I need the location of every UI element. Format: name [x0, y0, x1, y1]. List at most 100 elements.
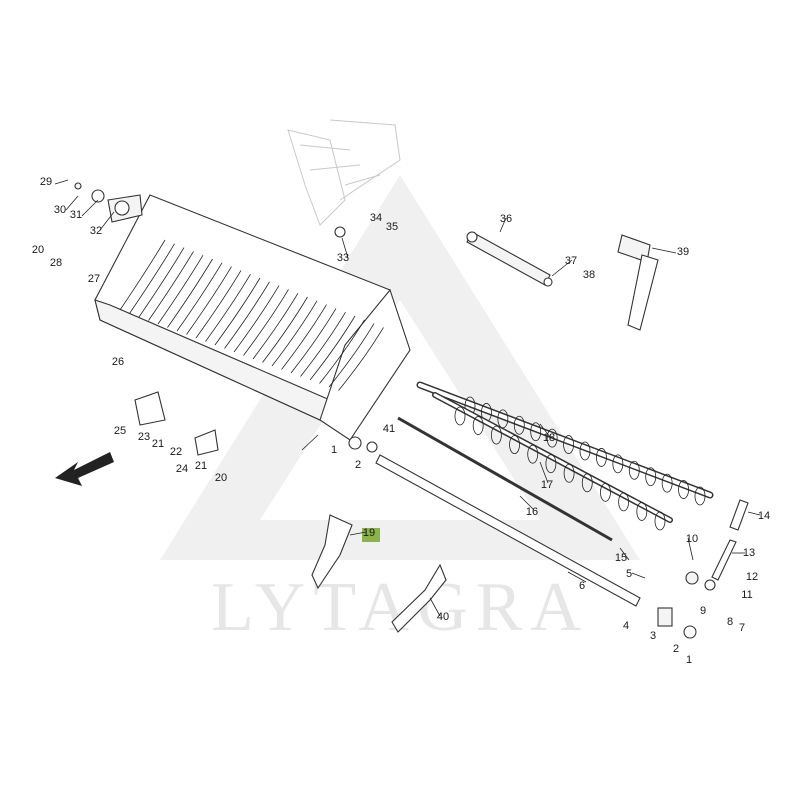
- auger-flight: [546, 428, 558, 448]
- part-callout: 3: [650, 630, 656, 642]
- part-callout: 21: [195, 460, 207, 472]
- tine: [195, 270, 242, 339]
- tine: [262, 296, 308, 363]
- leader-line: [747, 511, 761, 516]
- leader-line: [429, 597, 441, 617]
- tine: [148, 251, 194, 321]
- part-callout: 20: [215, 472, 227, 484]
- auger-flight: [454, 406, 466, 426]
- direction-arrow: [55, 452, 114, 486]
- spring-assembly: [657, 499, 749, 639]
- auger-flight: [545, 454, 557, 474]
- tine: [328, 323, 375, 388]
- tine: [309, 315, 356, 381]
- auger-flight: [513, 415, 525, 435]
- leader-line: [349, 531, 367, 536]
- part-callout: 23: [138, 431, 150, 443]
- lever-arm: [617, 234, 659, 331]
- part-callout: 26: [112, 356, 124, 368]
- leader-line: [539, 461, 549, 484]
- part-callout: 36: [500, 213, 512, 225]
- tine: [319, 319, 365, 384]
- auger-flight: [612, 454, 624, 474]
- pickup-housing: [94, 194, 411, 441]
- tine: [119, 239, 166, 311]
- tine: [129, 243, 175, 314]
- tine: [281, 304, 327, 370]
- tine: [290, 308, 337, 374]
- leader-line: [539, 423, 551, 438]
- auger-flight: [661, 473, 673, 493]
- leader-line: [631, 572, 646, 579]
- part-callout: 12: [746, 571, 758, 583]
- auger-flight: [628, 460, 640, 480]
- leader-line: [81, 199, 99, 217]
- tine: [138, 247, 185, 318]
- part-callout: 16: [526, 506, 538, 518]
- auger-flight: [563, 435, 574, 454]
- part-callout: 15: [615, 552, 627, 564]
- leader-line: [519, 495, 535, 511]
- leader-line: [619, 547, 630, 561]
- leader-line: [651, 247, 677, 254]
- part-callout: 11: [741, 589, 752, 601]
- part-callout: 24: [176, 463, 188, 475]
- brackets: [134, 226, 553, 456]
- tine: [157, 254, 204, 325]
- part-callout: 8: [727, 616, 733, 628]
- tine: [233, 285, 280, 353]
- part-callout: 10: [686, 533, 698, 545]
- auger-flight: [618, 492, 630, 512]
- highlight-box: [362, 528, 380, 542]
- auger-flight: [636, 502, 648, 521]
- part-callout: 22: [170, 446, 182, 458]
- auger-flight: [645, 467, 657, 487]
- leader-line: [341, 237, 349, 259]
- leader-line: [99, 211, 115, 231]
- bearing-assembly: [74, 182, 143, 223]
- shaft: [397, 416, 613, 542]
- part-callout: 5: [626, 568, 632, 580]
- plate-19: [311, 514, 353, 590]
- tine: [214, 277, 261, 346]
- tine: [252, 292, 299, 360]
- part-callout: 25: [114, 425, 126, 437]
- part-callout: 1: [331, 444, 337, 456]
- leader-line: [567, 571, 587, 583]
- part-callout: 32: [90, 225, 102, 237]
- leader-line: [551, 259, 573, 277]
- part-callout: 38: [583, 269, 595, 281]
- leader-line: [65, 195, 79, 211]
- auger-flight: [490, 425, 502, 445]
- hydraulic-cylinder: [466, 231, 551, 286]
- part-callout: 34: [370, 212, 382, 224]
- auger-flight: [581, 473, 593, 493]
- lower-auger: [432, 392, 673, 531]
- part-callout: 6: [579, 580, 585, 592]
- auger-flight: [527, 444, 539, 464]
- auger-flight: [694, 486, 706, 506]
- part-callout: 35: [386, 221, 398, 233]
- part-callout: 27: [88, 273, 100, 285]
- tine: [243, 289, 289, 356]
- auger-flight: [596, 448, 607, 467]
- auger-flight: [530, 422, 542, 442]
- auger-flight: [579, 441, 591, 461]
- part-callout: 13: [743, 547, 755, 559]
- upper-auger: [416, 381, 714, 506]
- leader-line: [687, 537, 694, 561]
- tine: [186, 266, 232, 335]
- auger-flight: [509, 435, 520, 455]
- part-callout: 21: [152, 438, 164, 450]
- watermark-text: LYTAGRA: [211, 569, 589, 646]
- part-callout: 41: [383, 423, 395, 435]
- part-callout: 4: [623, 620, 629, 632]
- part-callout: 40: [437, 611, 449, 623]
- part-callout: 18: [543, 432, 555, 444]
- plate-40: [391, 563, 447, 633]
- part-callout: 28: [50, 257, 62, 269]
- part-callout: 31: [70, 209, 82, 221]
- part-callout: 39: [677, 246, 689, 258]
